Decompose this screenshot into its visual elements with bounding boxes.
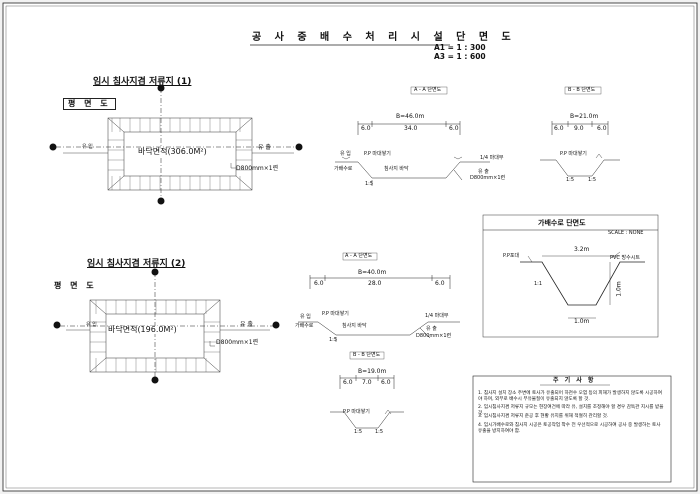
channel-depth: 1.0m bbox=[615, 281, 623, 297]
channel-top-width: 3.2m bbox=[574, 246, 590, 253]
pond1-outflow: 유 출 bbox=[258, 144, 271, 151]
channel-right-label: PVC 방수시트 bbox=[610, 255, 640, 261]
pond2-aa-w1: 6.0 bbox=[314, 280, 324, 287]
pond1-bb-w2: 9.0 bbox=[574, 125, 584, 132]
pond1-bb-w1: 6.0 bbox=[554, 125, 564, 132]
notes-box bbox=[472, 375, 672, 483]
channel-title: 가배수로 단면도 bbox=[538, 219, 586, 227]
section-marker-b-bottom bbox=[157, 197, 165, 205]
drawing-title: 공 사 중 배 수 처 리 시 설 단 면 도 bbox=[252, 32, 516, 43]
notes-title: 주 기 사 항 bbox=[553, 377, 596, 384]
pond2-aa-outflow: 유 출 bbox=[426, 326, 437, 332]
pond1-aa-mat: 1/4 마대부 bbox=[480, 155, 504, 161]
pond2-aa-channel: 가배수로 bbox=[295, 323, 314, 329]
scale-a3: A3 = 1 : 600 bbox=[434, 52, 486, 61]
section-marker-a-left bbox=[49, 143, 57, 151]
note-3: 3. 임시침사지겸 저류지 준공 후 현황 유지를 위해 적절히 관리할 것. bbox=[478, 414, 609, 419]
pond2-aa-width: B=40.0m bbox=[358, 269, 387, 276]
pond1-plan-label: 평 면 도 bbox=[63, 98, 116, 110]
section-marker-a-right bbox=[295, 143, 303, 151]
pond2-aa-title: A - A 단면도 bbox=[345, 253, 373, 259]
pond2-title: 임시 침사지겸 저류지 (2) bbox=[87, 259, 186, 269]
pond2-aa-mat: 1/4 마대부 bbox=[425, 313, 449, 319]
pond2-bb-width: B=19.0m bbox=[358, 368, 387, 375]
channel-section bbox=[482, 214, 659, 338]
pond2-bb-slope-l: 1:5 bbox=[354, 429, 363, 435]
pond2-section-aa bbox=[298, 275, 460, 342]
pond2-aa-w3: 6.0 bbox=[435, 280, 445, 287]
pond2-plan-label: 평 면 도 bbox=[54, 281, 97, 290]
pond1-aa-width: B=46.0m bbox=[396, 113, 425, 120]
pond1-aa-w3: 6.0 bbox=[449, 125, 459, 132]
pond1-aa-bottom: 침사지 바닥 bbox=[384, 166, 409, 172]
pond1-inflow: 유 입 bbox=[82, 144, 93, 150]
pond2-aa-inflow: 유 입 bbox=[300, 314, 311, 320]
pond1-section-aa bbox=[335, 121, 490, 186]
pond1-aa-w2: 34.0 bbox=[404, 125, 418, 132]
pond2-bb-w3: 6.0 bbox=[381, 379, 391, 386]
pond2-bb-pp: P.P 마대쌓기 bbox=[343, 409, 370, 415]
note-1: 1. 침사지 설치 장소 주변에 토사가 유출되어 하천수 오염 등의 피해가 … bbox=[478, 391, 662, 402]
pond1-aa-inflow: 유 입 bbox=[340, 151, 351, 157]
pond2-bb-title: B - B 단면도 bbox=[353, 352, 381, 358]
pond1-area: 바닥면적(306.0M²) bbox=[138, 147, 207, 156]
scale-a1: A1 = 1 : 300 bbox=[434, 43, 486, 52]
pond2-outflow: 유 출 bbox=[240, 321, 253, 328]
pond1-aa-pipe: D800mm×1련 bbox=[470, 175, 506, 181]
pond1-section-markers bbox=[49, 84, 303, 205]
pond1-aa-w1: 6.0 bbox=[361, 125, 371, 132]
channel-left-label: P.P포대 bbox=[503, 253, 520, 259]
pond2-pipe: D800mm×1련 bbox=[216, 339, 259, 346]
pond1-aa-slope: 1:5 bbox=[365, 181, 374, 187]
pond1-bb-w3: 6.0 bbox=[597, 125, 607, 132]
pond1-aa-channel: 가배수로 bbox=[334, 166, 353, 172]
pond1-section-bb bbox=[540, 121, 620, 177]
pond1-title: 임시 침사지겸 저류지 (1) bbox=[93, 77, 192, 87]
pond1-aa-outflow: 유 출 bbox=[478, 169, 489, 175]
pond2-bb-w2: 7.0 bbox=[362, 379, 372, 386]
pond2-aa-pp: P.P 마대쌓기 bbox=[322, 311, 349, 317]
pond1-aa-pp: P.P 마대쌓기 bbox=[364, 151, 391, 157]
channel-scale: SCALE : NONE bbox=[608, 230, 644, 236]
pond1-bb-slope-l: 1:5 bbox=[566, 177, 575, 183]
section-marker-b-top bbox=[157, 84, 165, 92]
pond1-bb-pp: P.P 마대쌓기 bbox=[560, 151, 587, 157]
pond2-bb-slope-r: 1:5 bbox=[375, 429, 384, 435]
pond2-aa-w2: 28.0 bbox=[368, 280, 382, 287]
channel-slope: 1:1 bbox=[534, 281, 543, 287]
pond2-inflow: 유 입 bbox=[86, 322, 97, 328]
pond2-aa-pipe: D800mm×1련 bbox=[416, 333, 452, 339]
pond2-aa-bottom: 침사지 바닥 bbox=[342, 323, 367, 329]
pond2-bb-w1: 6.0 bbox=[343, 379, 353, 386]
pond1-bb-slope-r: 1:5 bbox=[588, 177, 597, 183]
pond1-plan bbox=[107, 117, 253, 191]
pond2-area: 바닥면적(196.0M²) bbox=[108, 325, 177, 334]
pond2-aa-slope: 1:5 bbox=[329, 337, 338, 343]
pond1-aa-title: A - A 단면도 bbox=[414, 87, 442, 93]
note-4: 4. 임시가배수로와 침사지 시공은 토공작업 착수 전 우선적으로 시공하여 … bbox=[478, 423, 661, 434]
note-2: 2. 임시침사지겸 저류지 규모는 현장여건에 따라 유, 설치를 조정해야 할… bbox=[478, 405, 664, 416]
channel-bottom-width: 1.0m bbox=[574, 318, 590, 325]
pond1-pipe: D800mm×1련 bbox=[236, 165, 279, 172]
pond2-section-bb bbox=[330, 375, 404, 429]
pond1-bb-width: B=21.0m bbox=[570, 113, 599, 120]
pond1-bb-title: B - B 단면도 bbox=[568, 87, 596, 93]
